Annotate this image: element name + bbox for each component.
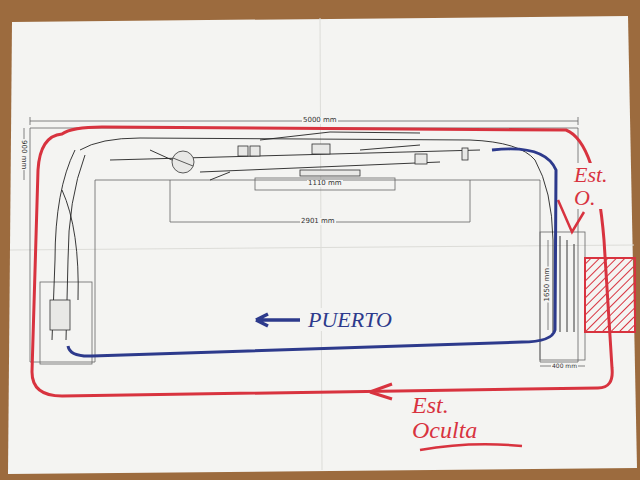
hidden-station-block — [585, 258, 635, 332]
underline — [420, 444, 522, 450]
dimension-label: 400 mm — [551, 363, 578, 369]
hidden-station-loop — [32, 127, 612, 396]
dimension-label: 900 mm — [20, 139, 27, 170]
dimension-label: 5000 mm — [302, 117, 338, 124]
dimension-label: 1110 mm — [307, 180, 343, 187]
station-note: Est. Oculta — [410, 393, 514, 443]
buildings-and-turntable — [50, 144, 468, 330]
port-route — [68, 149, 556, 356]
track-lines — [52, 132, 574, 340]
dimension-label: 2901 mm — [300, 218, 336, 225]
port-direction-arrow — [256, 314, 300, 326]
route-note: PUERTO — [306, 308, 394, 331]
paper-folds — [10, 18, 634, 470]
baseboard-outline — [24, 117, 585, 366]
dimension-label: 1650 mm — [544, 267, 551, 303]
loop-direction-arrow — [370, 384, 392, 399]
paper-sheet — [8, 16, 637, 474]
station-note: Est. O. — [572, 163, 620, 209]
